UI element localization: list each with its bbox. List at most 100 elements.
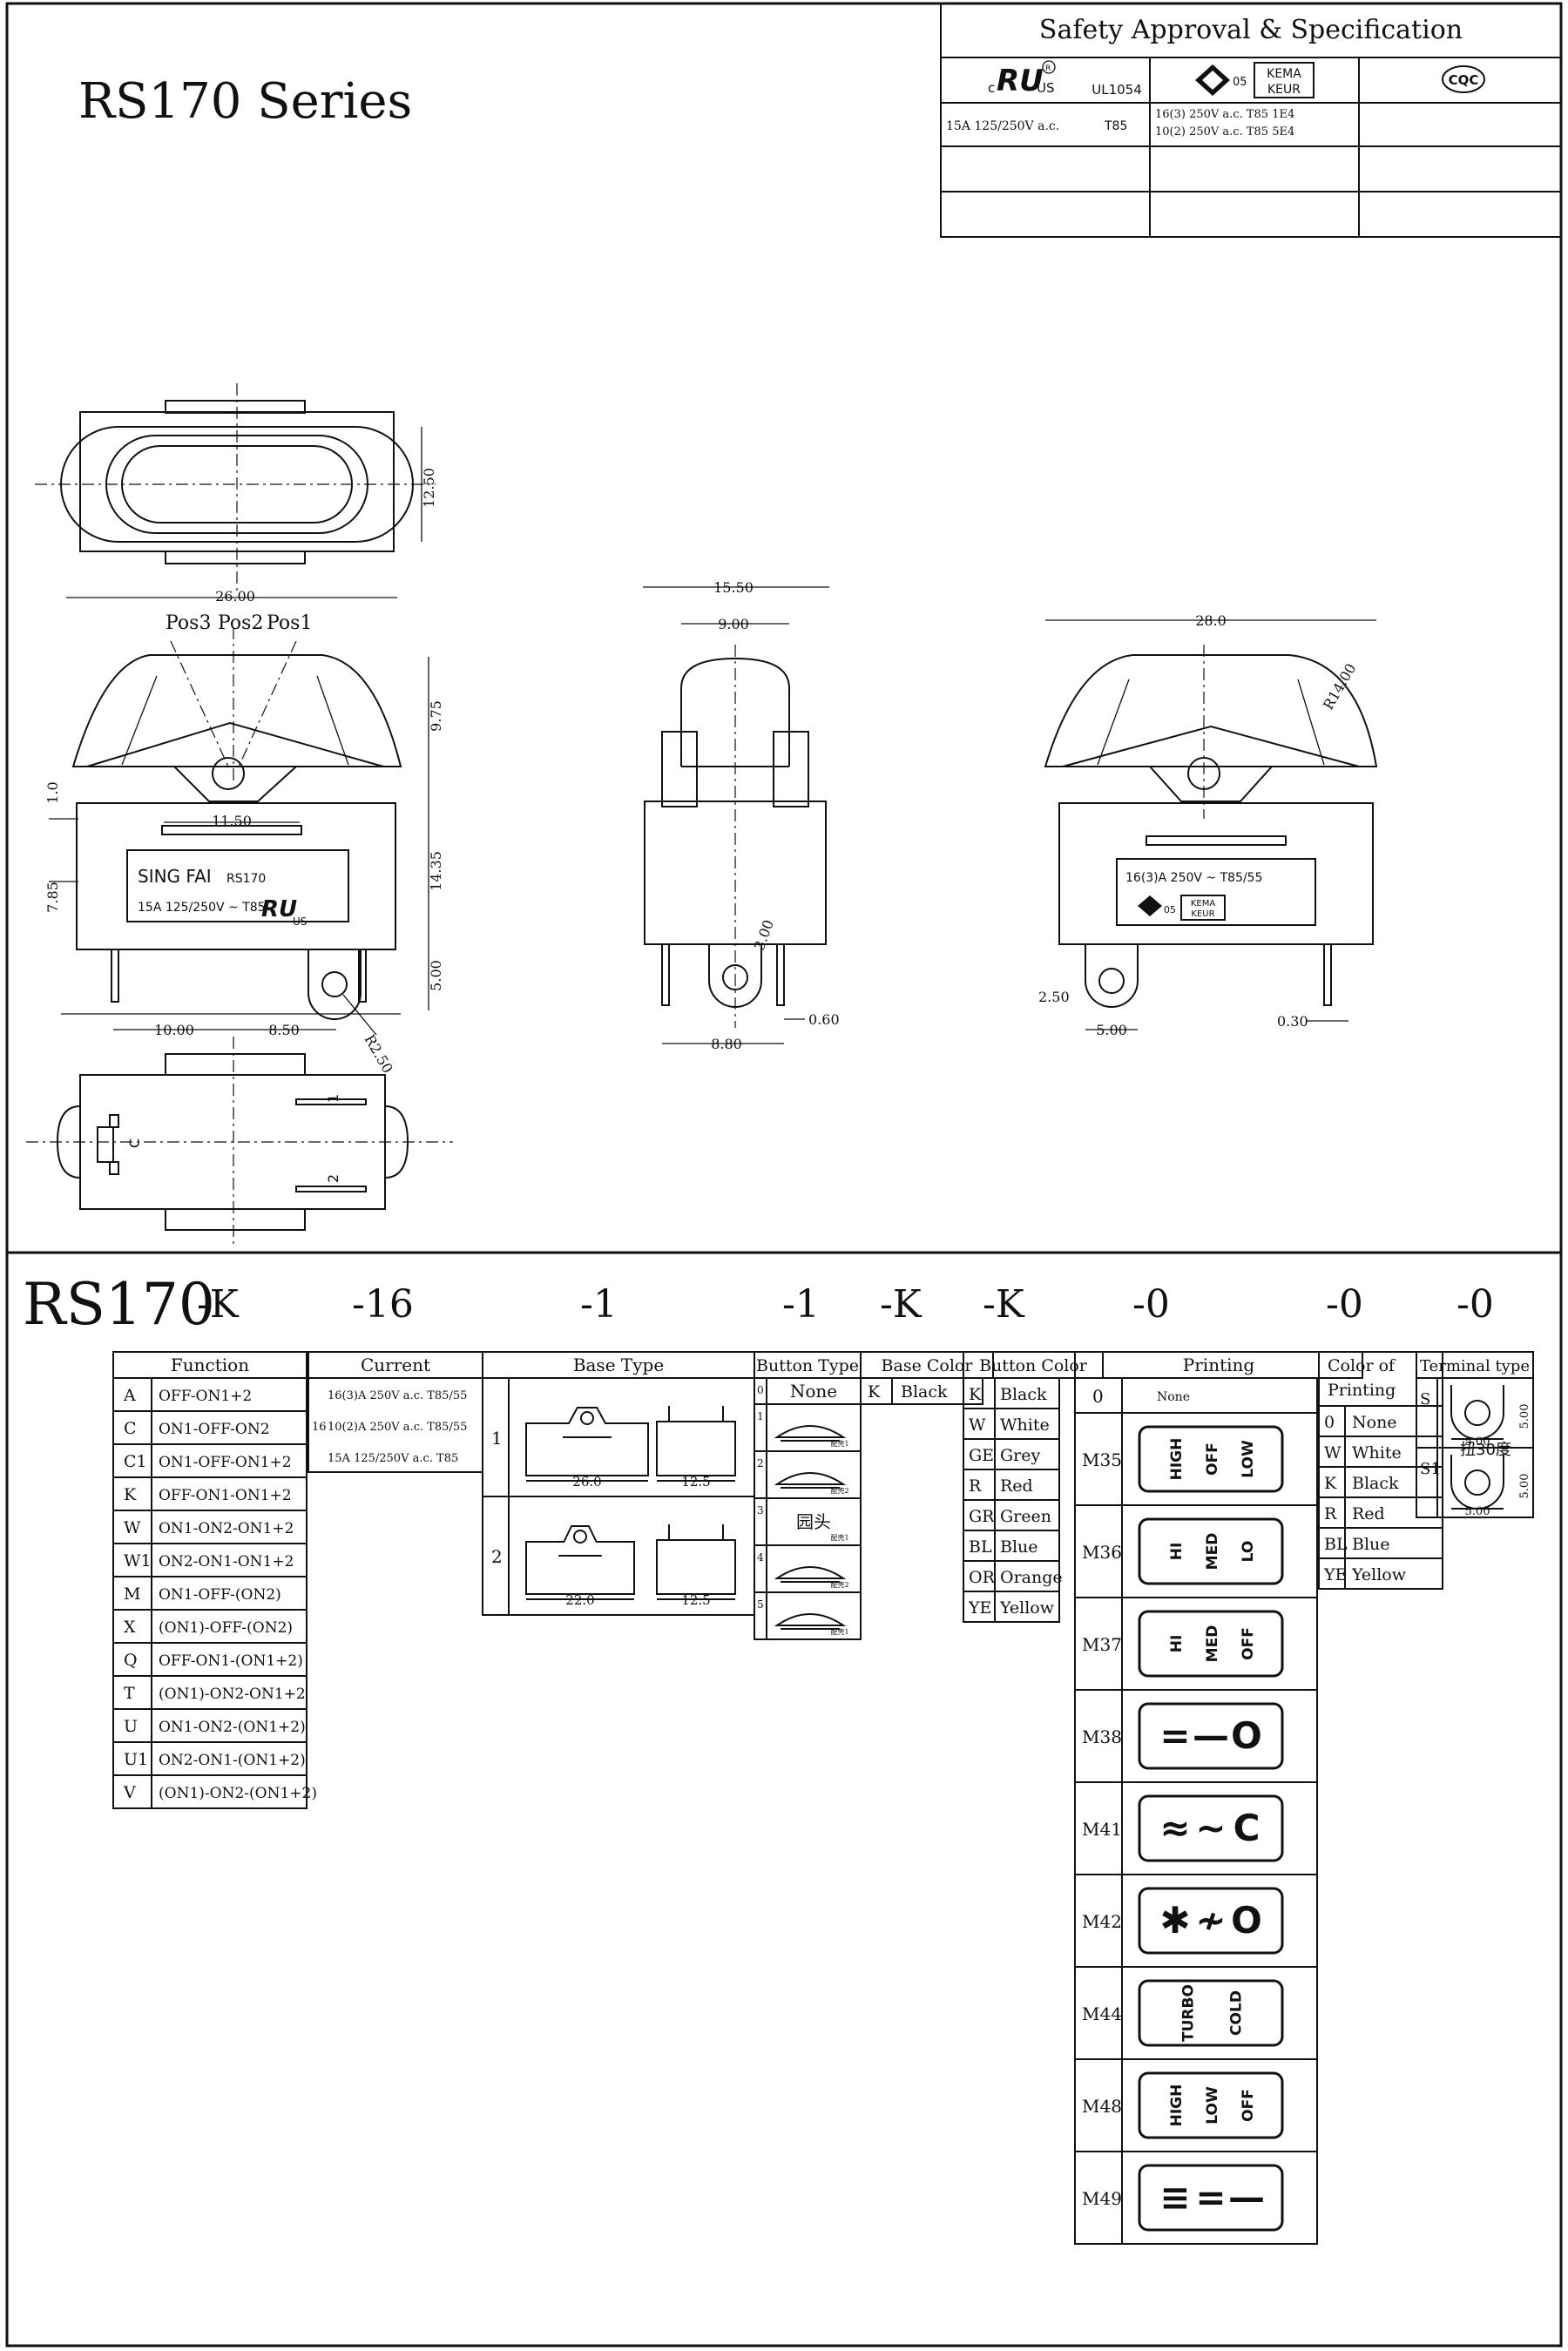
- terminal-height-dim: 5.00: [1518, 1474, 1531, 1499]
- bottom-view-drawing: 1 2 C: [26, 1037, 453, 1246]
- button-color-name: Grey: [1000, 1446, 1041, 1465]
- base-color-header-label: Base Color: [882, 1356, 974, 1375]
- base-drawing-cell: [508, 1496, 755, 1616]
- printing-none: None: [1157, 1390, 1190, 1404]
- print-color-name: Black: [1352, 1474, 1399, 1493]
- dim-0-30: 0.30: [1277, 1013, 1308, 1030]
- terminal-1-label: 1: [325, 1094, 341, 1103]
- dim-5-00-rear: 5.00: [1096, 1022, 1127, 1038]
- printing-code: M36: [1082, 1542, 1122, 1563]
- dim-r2-50: R2.50: [362, 1032, 396, 1077]
- printing-legend-symbol: =: [1195, 2176, 1226, 2219]
- rear-rating-label: 16(3)A 250V ~ T85/55: [1125, 871, 1263, 885]
- svg-text:KEMA: KEMA: [1267, 67, 1301, 81]
- printing-legend-symbol: ✱: [1159, 1899, 1190, 1942]
- printing-legend-symbol: O: [1231, 1899, 1262, 1942]
- function-code: K: [124, 1485, 137, 1504]
- button-type-code: 0: [757, 1384, 764, 1396]
- printing-legend-cell: [1121, 1377, 1318, 1414]
- base-width-dim: 22.0: [565, 1592, 594, 1608]
- code-current: -16: [352, 1282, 414, 1327]
- printing-legend-text: MED: [1204, 1625, 1221, 1663]
- sheet-border: [5, 2, 1563, 2348]
- kema-rating-1: 16(3) 250V a.c. T85 1E4: [1155, 108, 1294, 121]
- print-color-name: White: [1352, 1443, 1402, 1463]
- print-color-name: None: [1352, 1413, 1397, 1432]
- pos2-label: Pos2: [218, 612, 263, 634]
- printing-code: M35: [1082, 1449, 1122, 1470]
- printing-legend-symbol: ≈: [1159, 1807, 1190, 1849]
- printing-header-label: Printing: [1183, 1355, 1255, 1375]
- printing-legend-symbol: =: [1159, 1714, 1190, 1757]
- base-color-code: K: [868, 1382, 881, 1402]
- printing-code: M49: [1082, 2188, 1122, 2209]
- approval-table: Safety Approval & Specification c RU R U…: [940, 3, 1562, 238]
- printing-legend-text: OFF: [1204, 1442, 1221, 1476]
- dim-7-85: 7.85: [44, 882, 61, 913]
- code-base-type: -1: [580, 1282, 618, 1327]
- base-depth-dim: 12.5: [681, 1592, 710, 1608]
- printing-legend-text: OFF: [1240, 2089, 1257, 2122]
- svg-text:c: c: [988, 80, 995, 96]
- dim-11-50: 11.50: [212, 813, 252, 829]
- function-code: C1: [124, 1452, 147, 1471]
- print-color-code: 0: [1324, 1413, 1335, 1432]
- button-color-code: K: [969, 1385, 982, 1404]
- function-desc: ON2-ON1-(ON1+2): [159, 1752, 306, 1769]
- printing-legend-text: LO: [1240, 1541, 1257, 1563]
- current-rating: 16(3)A 250V a.c. T85/55: [328, 1389, 467, 1402]
- front-brand-label: SING FAI: [138, 866, 212, 887]
- function-code: T: [124, 1684, 135, 1703]
- printing-code: 0: [1092, 1386, 1104, 1407]
- code-print-color: -0: [1326, 1282, 1363, 1327]
- printing-legend-text: TURBO: [1180, 1984, 1198, 2042]
- button-type-code: 2: [757, 1457, 764, 1469]
- front-view-drawing: Pos3 Pos2 Pos1 SING FAI RS170 15A 125/25…: [44, 612, 444, 1076]
- base-pivot: [573, 1530, 587, 1544]
- terminal-hole: [1464, 1469, 1490, 1496]
- printing-code: M41: [1082, 1819, 1122, 1840]
- button-type-cell: [766, 1591, 862, 1640]
- button-type-code: 1: [757, 1410, 764, 1422]
- code-terminal: -0: [1456, 1282, 1494, 1327]
- printing-legend-box: [1138, 1979, 1284, 2047]
- code-function: -K: [197, 1282, 240, 1327]
- svg-text:R: R: [1045, 64, 1051, 73]
- function-desc: ON1-OFF-ON1+2: [159, 1454, 292, 1471]
- base-type-code: 1: [491, 1428, 503, 1449]
- part-code-row: RS170 -K -16 -1 -1 -K -K -0 -0 -0: [23, 1271, 1494, 1338]
- button-type-label: None: [790, 1381, 837, 1402]
- function-code: V: [123, 1783, 136, 1802]
- button-color-code: BL: [969, 1537, 992, 1557]
- function-code: W: [124, 1518, 141, 1537]
- dim-10-00: 10.00: [154, 1022, 194, 1038]
- terminal-width-dim: 5.00: [1465, 1505, 1490, 1518]
- dim-0-60: 0.60: [808, 1011, 840, 1028]
- terminal-hole: [1464, 1400, 1490, 1426]
- front-ul-icon: RU US: [261, 896, 307, 928]
- code-button-color: -K: [983, 1282, 1025, 1327]
- front-model-label: RS170: [226, 872, 266, 886]
- terminal-outline: [1450, 1385, 1504, 1440]
- svg-text:05: 05: [1233, 76, 1247, 89]
- code-button-type: -1: [782, 1282, 820, 1327]
- base-color-name-cell: [891, 1377, 983, 1405]
- svg-text:05: 05: [1164, 904, 1176, 915]
- terminal-code: S: [1420, 1390, 1430, 1409]
- print-color-name: Red: [1352, 1504, 1385, 1523]
- pos1-label: Pos1: [267, 612, 312, 634]
- printing-code: M48: [1082, 2096, 1122, 2117]
- base-depth-dim: 12.5: [681, 1474, 710, 1490]
- ul-file-code: UL1054: [1092, 82, 1142, 98]
- terminal-drawing-cell: [1436, 1447, 1534, 1518]
- print-color-code: BL: [1324, 1535, 1348, 1554]
- rear-view-drawing: 28.0 R14.00 16(3)A 250V ~ T85/55 05 KEMA…: [1038, 612, 1378, 1038]
- printing-legend-text: LOW: [1240, 1440, 1257, 1478]
- function-desc: OFF-ON1+2: [159, 1388, 252, 1405]
- svg-text:KEUR: KEUR: [1191, 909, 1214, 919]
- button-color-code: R: [969, 1476, 982, 1496]
